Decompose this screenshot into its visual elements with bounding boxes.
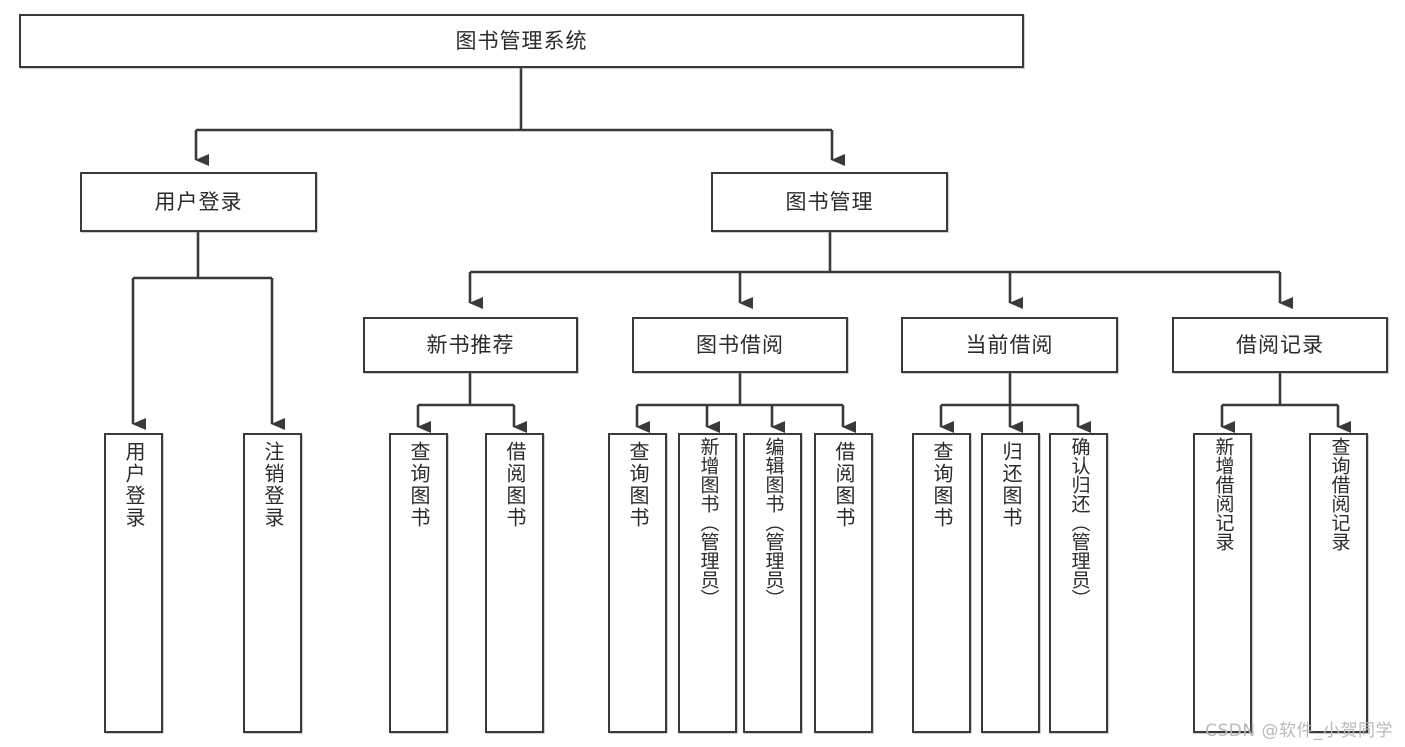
node-borrow-record[interactable]: 借阅记录 — [1172, 317, 1388, 373]
node-leaf-query-book-3-label: 查询图书 — [930, 441, 954, 529]
node-leaf-query-record[interactable]: 查询借阅记录 — [1309, 433, 1368, 733]
node-leaf-confirm-return-label: 确认归还（管理员） — [1068, 437, 1091, 608]
node-leaf-logout-label: 注销登录 — [261, 441, 285, 529]
node-leaf-return-book[interactable]: 归还图书 — [981, 433, 1040, 733]
node-current-borrow[interactable]: 当前借阅 — [901, 317, 1118, 373]
node-leaf-borrow-book-2[interactable]: 借阅图书 — [814, 433, 873, 733]
node-leaf-add-record[interactable]: 新增借阅记录 — [1193, 433, 1252, 733]
node-leaf-edit-book-label: 编辑图书（管理员） — [762, 437, 785, 608]
node-user-login-label: 用户登录 — [154, 189, 243, 214]
node-leaf-user-login[interactable]: 用户登录 — [104, 433, 163, 733]
node-leaf-query-book-1[interactable]: 查询图书 — [389, 433, 448, 733]
node-new-book-rec-label: 新书推荐 — [426, 332, 515, 357]
node-user-login[interactable]: 用户登录 — [80, 172, 317, 232]
node-borrow-record-label: 借阅记录 — [1236, 332, 1324, 357]
node-leaf-borrow-book-2-label: 借阅图书 — [832, 441, 856, 529]
node-leaf-confirm-return[interactable]: 确认归还（管理员） — [1049, 433, 1108, 733]
node-leaf-add-record-label: 新增借阅记录 — [1212, 437, 1235, 551]
node-leaf-borrow-book-1[interactable]: 借阅图书 — [485, 433, 544, 733]
node-leaf-return-book-label: 归还图书 — [999, 441, 1023, 529]
node-leaf-query-book-1-label: 查询图书 — [407, 441, 431, 529]
node-leaf-edit-book[interactable]: 编辑图书（管理员） — [743, 433, 802, 733]
node-root[interactable]: 图书管理系统 — [19, 14, 1024, 68]
node-leaf-query-book-3[interactable]: 查询图书 — [912, 433, 971, 733]
node-book-manage[interactable]: 图书管理 — [711, 172, 948, 232]
node-root-label: 图书管理系统 — [455, 28, 588, 53]
node-leaf-logout[interactable]: 注销登录 — [243, 433, 302, 733]
node-current-borrow-label: 当前借阅 — [965, 332, 1054, 357]
node-leaf-query-book-2[interactable]: 查询图书 — [608, 433, 667, 733]
node-leaf-borrow-book-1-label: 借阅图书 — [503, 441, 527, 529]
node-book-borrow[interactable]: 图书借阅 — [632, 317, 848, 373]
node-book-manage-label: 图书管理 — [785, 189, 874, 214]
node-leaf-query-book-2-label: 查询图书 — [626, 441, 650, 529]
node-new-book-rec[interactable]: 新书推荐 — [363, 317, 578, 373]
node-book-borrow-label: 图书借阅 — [696, 332, 784, 357]
node-leaf-add-book[interactable]: 新增图书（管理员） — [678, 433, 737, 733]
node-leaf-user-login-label: 用户登录 — [122, 441, 146, 529]
node-leaf-add-book-label: 新增图书（管理员） — [697, 437, 720, 608]
watermark-text: CSDN @软件_小贺同学 — [1205, 721, 1393, 741]
node-leaf-query-record-label: 查询借阅记录 — [1328, 437, 1351, 551]
